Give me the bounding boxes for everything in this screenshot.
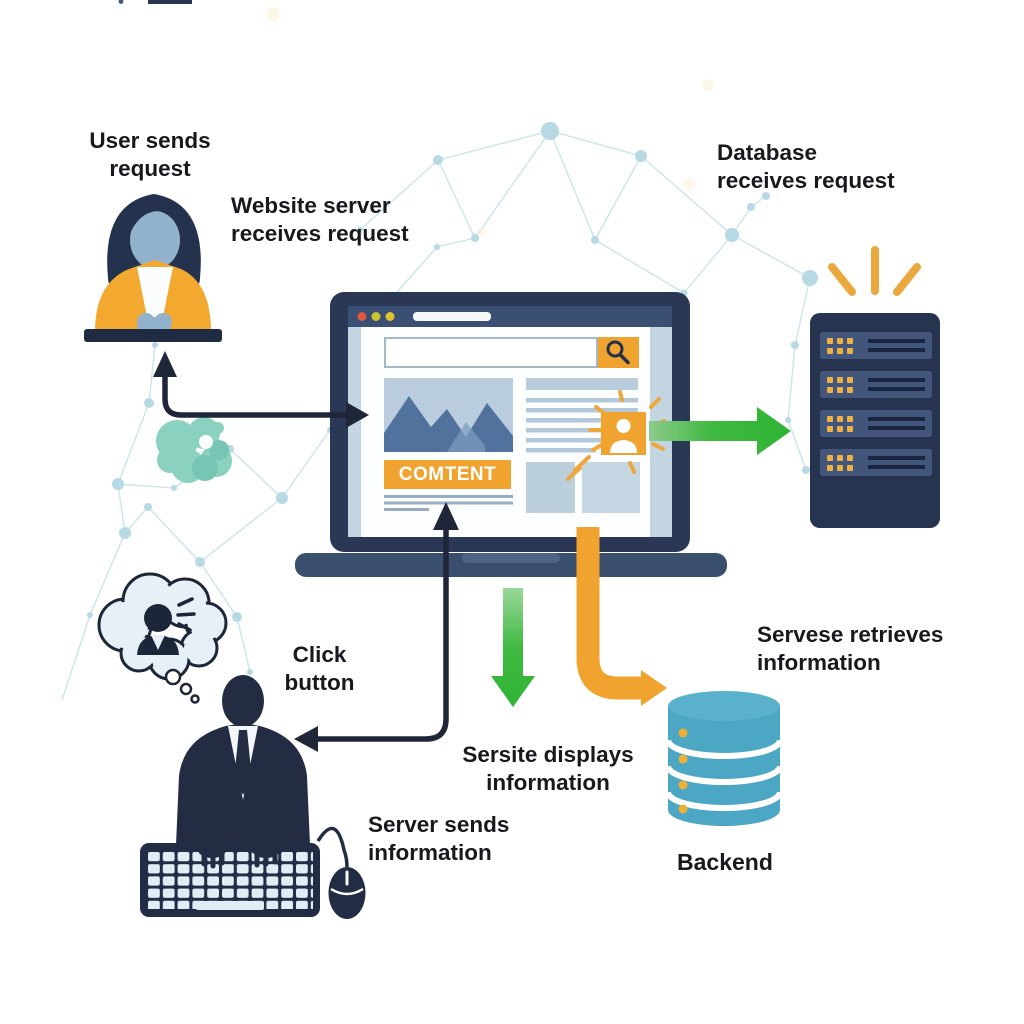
database-body bbox=[668, 706, 780, 826]
right-col-header bbox=[526, 378, 638, 390]
spacebar bbox=[196, 901, 264, 910]
cropped-top-bar bbox=[148, 0, 192, 4]
thumb-square-right bbox=[582, 462, 640, 513]
label-database-receives: Database receives request bbox=[717, 140, 895, 193]
label-website-server-receives: Website server receives request bbox=[231, 193, 409, 246]
speaking-lines-icon bbox=[176, 597, 196, 632]
content-banner bbox=[384, 460, 511, 489]
trackpad-notch bbox=[462, 553, 560, 563]
mountains-graphic bbox=[384, 396, 513, 452]
label-server-sends: Server sends information bbox=[368, 812, 510, 865]
person-head bbox=[222, 675, 264, 727]
arrowhead-up-to-content bbox=[433, 502, 459, 530]
green-arrows bbox=[491, 407, 791, 707]
thought-person-head bbox=[144, 604, 172, 632]
teal-blob-decoration bbox=[156, 417, 232, 483]
search-input bbox=[384, 337, 598, 368]
browser-chrome-bar bbox=[348, 306, 672, 327]
rack-bays bbox=[820, 332, 932, 476]
browser-dots-icon bbox=[357, 312, 395, 321]
search-icon bbox=[606, 340, 630, 365]
content-banner-label: COMTENT bbox=[398, 463, 497, 485]
label-click-button: Click button bbox=[284, 642, 355, 695]
background-specks bbox=[118, 0, 714, 237]
database-icon bbox=[665, 691, 783, 826]
arrowhead-left-to-person bbox=[294, 726, 318, 752]
green-arrow-right bbox=[649, 407, 791, 455]
arrowhead-into-laptop bbox=[346, 402, 369, 428]
rack-rays-icon bbox=[828, 246, 921, 296]
blob-hole bbox=[199, 435, 213, 449]
server-rack-icon bbox=[810, 246, 940, 528]
user-figure bbox=[84, 194, 222, 342]
thought-bubble-icon bbox=[97, 572, 228, 704]
user-shirt bbox=[137, 267, 173, 332]
tie bbox=[234, 730, 252, 795]
green-arrow-down bbox=[491, 588, 535, 707]
person-at-keyboard bbox=[140, 675, 366, 919]
desk-bar bbox=[84, 329, 222, 342]
mouse-cable bbox=[316, 826, 349, 868]
orange-elbow-arrow bbox=[576, 527, 667, 706]
label-user-sends-request: User sends request bbox=[89, 128, 211, 181]
arrowhead-up-to-user bbox=[153, 351, 177, 377]
black-flow-arrows bbox=[153, 351, 459, 752]
label-server-retrieves: Servese retrieves information bbox=[757, 622, 944, 675]
label-backend: Backend bbox=[677, 849, 773, 875]
user-face bbox=[130, 211, 180, 269]
laptop bbox=[295, 292, 727, 577]
network-mesh-decoration bbox=[61, 122, 818, 701]
bubble-trail bbox=[164, 668, 200, 704]
label-website-displays: Sersite displays information bbox=[462, 742, 634, 795]
address-pill bbox=[413, 312, 491, 321]
text-lines-left bbox=[384, 495, 513, 511]
laptop-base bbox=[295, 553, 727, 577]
text-lines-right bbox=[526, 398, 638, 453]
database-top bbox=[668, 691, 780, 721]
orange-arrowhead bbox=[641, 670, 667, 706]
thumb-square-left bbox=[526, 462, 575, 513]
